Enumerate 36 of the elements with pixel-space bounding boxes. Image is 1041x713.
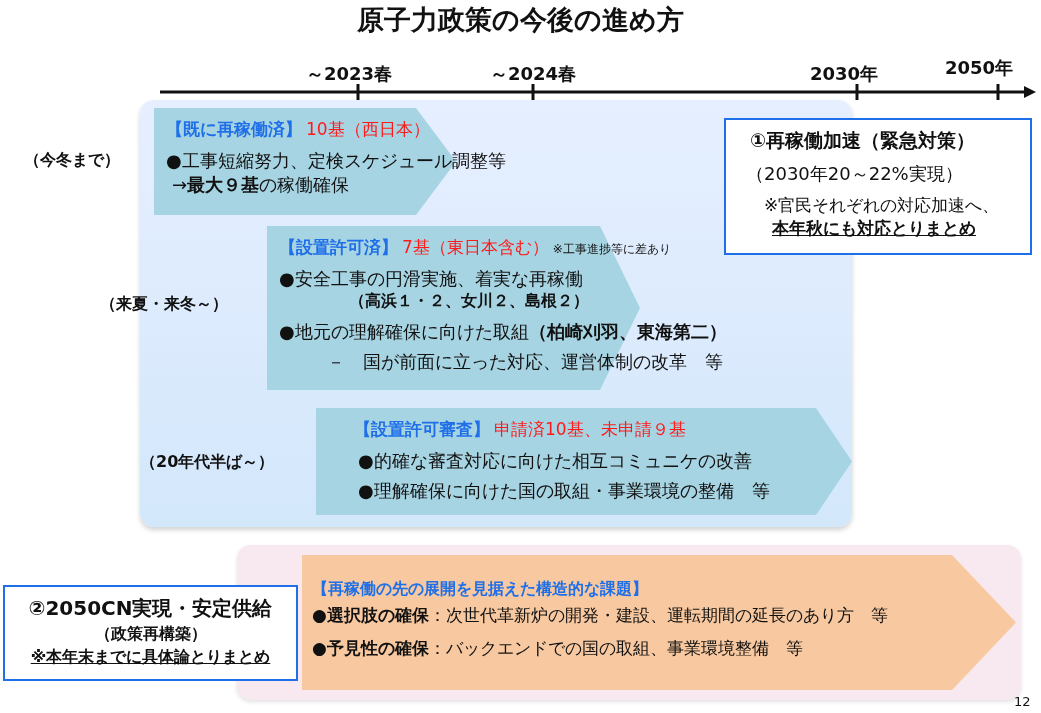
period-label: （来夏・来冬～） [100, 294, 228, 315]
category-heading: 【設置許可審査】 [354, 418, 490, 441]
timeline-label: ～2024春 [490, 62, 577, 86]
target-text: （2030年20～22%実現） [746, 162, 963, 186]
bullet-text: ●的確な審査対応に向けた相互コミュニケの改善 [358, 449, 752, 473]
timeline-label: 2030年 [810, 62, 879, 86]
bullet-text: →最大９基の稼働確保 [172, 173, 350, 197]
category-heading: 【再稼働の先の展開を見据えた構造的な課題】 [312, 579, 648, 600]
note-text: ※本年末までに具体論とりまとめ [30, 647, 271, 668]
note-text: ※官民それぞれの対応加速へ、 [764, 194, 1000, 217]
site-list: （高浜１・２、女川２、島根２） [349, 291, 589, 312]
bullet-text: ●選択肢の確保：次世代革新炉の開発・建設、運転期間の延長のあり方 等 [312, 604, 888, 627]
period-label: （今冬まで） [24, 150, 120, 171]
bullet-text: ●安全工事の円滑実施、着実な再稼働 [279, 267, 583, 291]
note-text: 本年秋にも対応とりまとめ [772, 217, 976, 240]
category-heading: 【設置許可済】 [279, 236, 398, 259]
bullet-text: － 国が前面に立った対応、運営体制の改革 等 [327, 350, 723, 374]
timeline-label: ～2023春 [306, 62, 393, 86]
policy-box [724, 118, 1032, 255]
category-heading: 【既に再稼働済】 [166, 118, 302, 141]
bullet-text: ●地元の理解確保に向けた取組（柏崎刈羽、東海第二） [279, 320, 727, 344]
timeline-label: 2050年 [945, 56, 1014, 80]
bullet-text: ●工事短縮努力、定検スケジュール調整等 [166, 149, 506, 173]
period-label: （20年代半ば～） [140, 452, 275, 473]
count-note: 7基（東日本含む） [402, 236, 549, 259]
bullet-text: ●予見性の確保：バックエンドでの国の取組、事業環境整備 等 [312, 637, 803, 660]
page-title: 原子力政策の今後の進め方 [356, 3, 685, 37]
count-note: 10基（西日本） [306, 118, 430, 141]
policy-box [3, 585, 298, 681]
policy-heading: ②2050CN実現・安定供給 [28, 595, 273, 622]
policy-heading: ①再稼働加速（緊急対策） [750, 128, 976, 153]
bullet-text: ●理解確保に向けた国の取組・事業環境の整備 等 [358, 479, 770, 503]
policy-subheading: （政策再構築） [94, 624, 207, 645]
count-note: 申請済10基、未申請９基 [494, 418, 686, 441]
page-number: 12 [1014, 694, 1031, 709]
side-note: ※工事進捗等に差あり [552, 241, 671, 258]
